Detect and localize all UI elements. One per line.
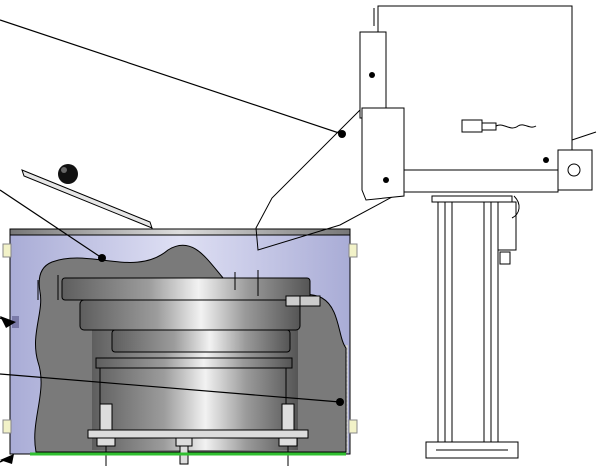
lid-handle: [21, 164, 153, 229]
platform-clamp: [285, 295, 321, 307]
pivot-plate: [361, 107, 405, 201]
leader-dot-3: [336, 398, 344, 406]
leader-line-1: [0, 19, 343, 135]
tank-clip-left-bottom: [2, 419, 12, 434]
connector-icon: [461, 119, 537, 133]
bolt-right: [278, 403, 298, 466]
callout-leaders: [0, 19, 346, 464]
cover-arm: [255, 31, 406, 251]
platform-top: [61, 277, 311, 301]
housing-body: [377, 5, 573, 171]
tank-clip-right-bottom: [348, 419, 358, 434]
pedestal-side-box: [497, 201, 517, 251]
pedestal-side-knob: [499, 251, 511, 265]
pedestal: [425, 195, 520, 459]
bracket-screw-1: [369, 72, 375, 78]
base-plate: [87, 429, 309, 439]
housing-screw: [543, 157, 549, 163]
platform-mid: [79, 299, 301, 331]
leader-dot-2: [98, 254, 106, 262]
hinge-edge: [571, 131, 597, 141]
tank-clip-left-top: [2, 243, 12, 258]
pivot-screw: [383, 177, 389, 183]
platform-lower: [111, 329, 291, 353]
pedestal-cap: [431, 195, 513, 203]
hinge-pin: [567, 163, 581, 177]
tank-rim: [9, 228, 351, 236]
lid-arm: [21, 169, 153, 229]
interior-cutaway: [30, 244, 347, 466]
leader-line-3: [0, 373, 341, 403]
platform-base: [95, 357, 293, 369]
leader-line-2: [0, 189, 103, 259]
leader-dot-1: [338, 130, 346, 138]
cable-loop: [511, 195, 520, 219]
motor-housing: [373, 5, 597, 193]
bolt-left: [96, 403, 116, 466]
horizontal-beam: [403, 169, 559, 193]
lid-knob: [58, 164, 78, 184]
tank-clip-right-top: [348, 243, 358, 258]
